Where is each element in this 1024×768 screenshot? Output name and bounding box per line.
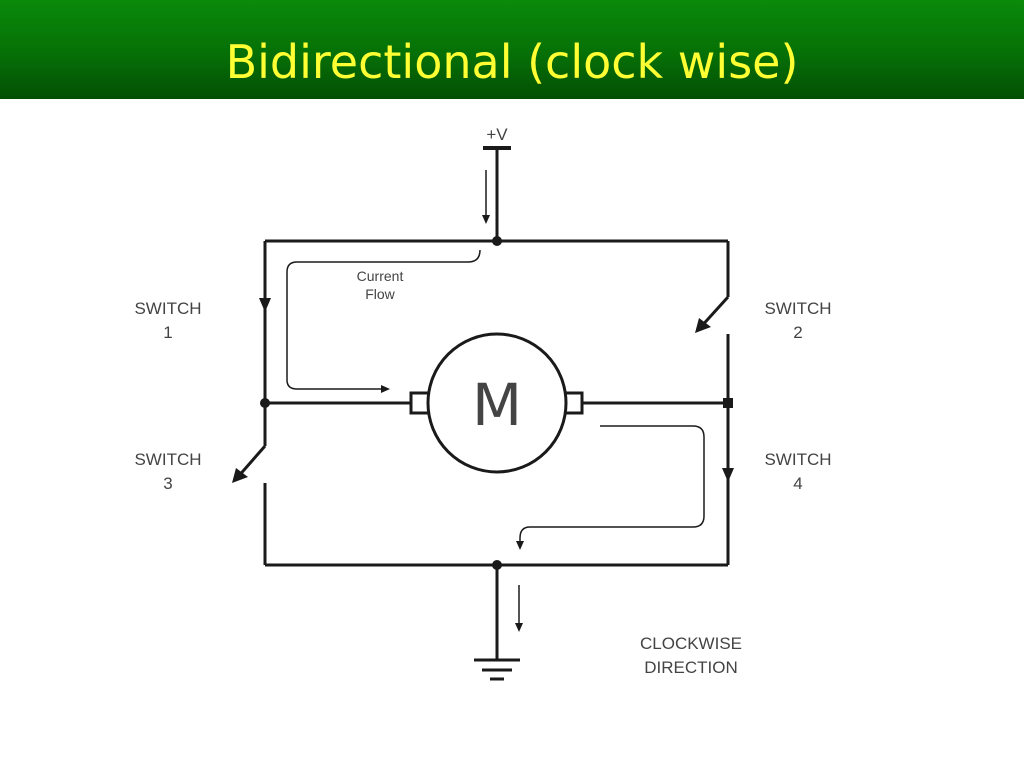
switch3-label-line1: SWITCH	[134, 450, 201, 469]
switch3-label-line2: 3	[163, 474, 172, 493]
switch2-label-line2: 2	[793, 323, 802, 342]
slide-title: Bidirectional (clock wise)	[225, 35, 799, 89]
supply-label: +V	[486, 125, 508, 144]
switch4-current-arrow	[722, 468, 734, 482]
current-flow-label-line2: Flow	[365, 286, 395, 302]
current-flow-label-line1: Current	[357, 268, 404, 284]
motor-left-brush	[409, 391, 431, 415]
switch1-label-line1: SWITCH	[134, 299, 201, 318]
current-flow-path-left	[286, 249, 481, 393]
motor-label: M	[472, 371, 522, 439]
switch1-label-line2: 1	[163, 323, 172, 342]
switch2-label-line1: SWITCH	[764, 299, 831, 318]
switch4-label-line1: SWITCH	[764, 450, 831, 469]
switch2-blade-arrowhead	[695, 318, 711, 333]
motor-body	[426, 332, 568, 474]
title-bar: Bidirectional (clock wise)	[0, 0, 1024, 99]
top-junction-node	[492, 236, 502, 246]
switch4-label-line2: 4	[793, 474, 802, 493]
switch3-blade-arrowhead	[232, 468, 248, 483]
direction-label-line1: CLOCKWISE	[640, 634, 742, 653]
current-flow-path-right	[516, 425, 705, 550]
direction-label-line2: DIRECTION	[644, 658, 738, 677]
switch1-current-arrow	[259, 298, 271, 312]
